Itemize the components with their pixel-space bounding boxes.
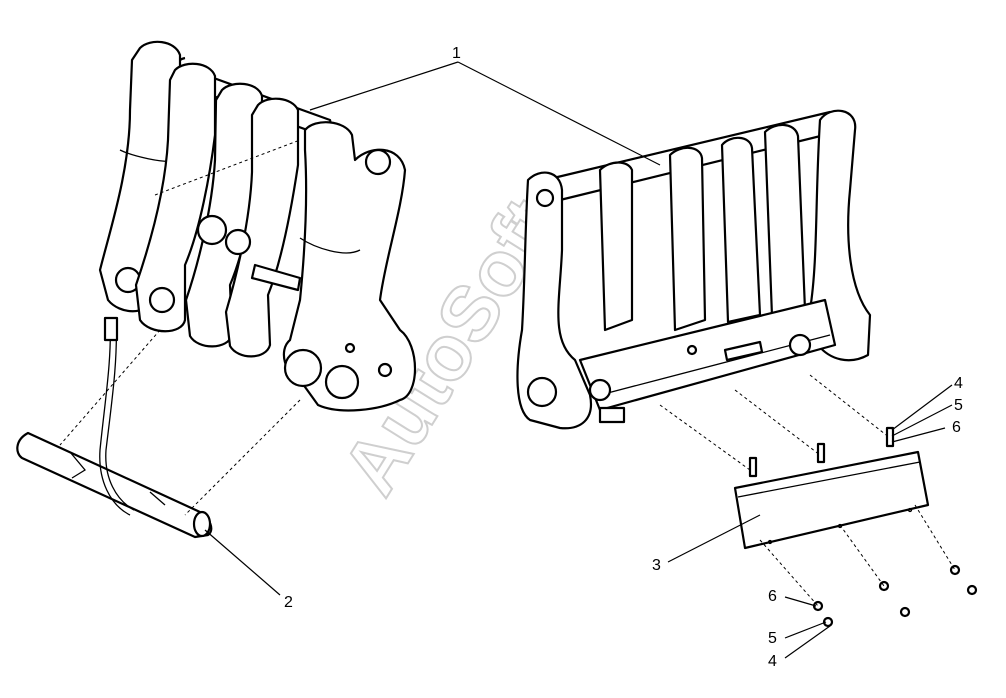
- cover-plate: [733, 450, 930, 550]
- hydraulic-hose: [99, 316, 135, 516]
- carriage-frame-left-view: [98, 40, 417, 412]
- callout-3: 3: [652, 557, 661, 574]
- callout-2: 2: [284, 594, 293, 611]
- callout-6-bottom: 6: [768, 588, 777, 605]
- fasteners: [748, 426, 978, 628]
- callout-6-top: 6: [952, 419, 961, 436]
- locking-pin: [16, 431, 213, 539]
- leader-lines: [204, 61, 953, 659]
- callout-4-top: 4: [954, 375, 963, 392]
- callout-5-top: 5: [954, 397, 963, 414]
- carriage-frame-right-view: [516, 109, 872, 430]
- callout-1: 1: [452, 45, 461, 62]
- callout-5-bottom: 5: [768, 630, 777, 647]
- callout-4-bottom: 4: [768, 653, 777, 670]
- assembly-lines: [59, 139, 956, 607]
